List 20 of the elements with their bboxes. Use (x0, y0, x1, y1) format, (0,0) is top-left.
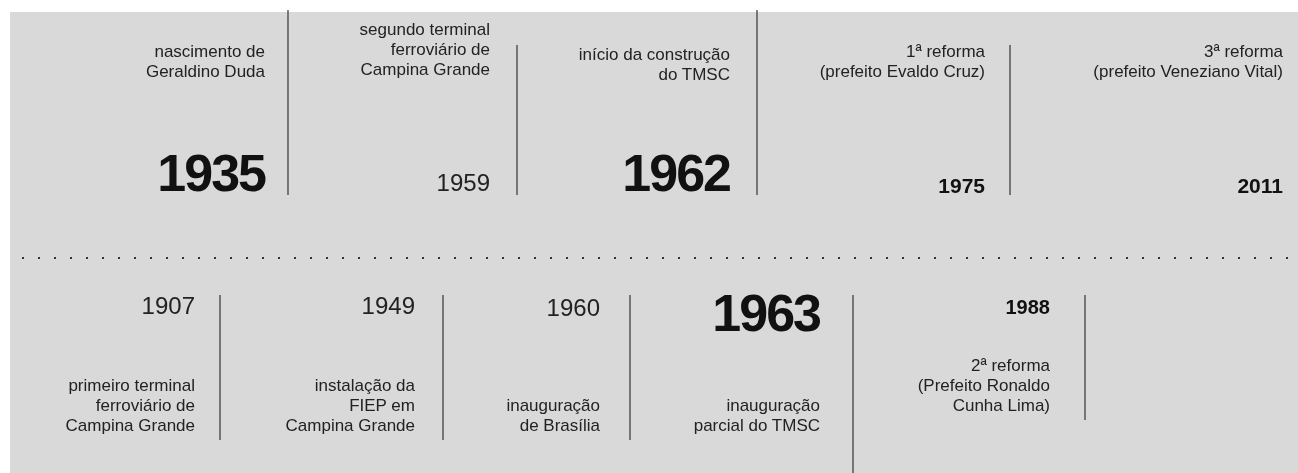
event-description: instalação da FIEP em Campina Grande (285, 376, 415, 436)
year-label: 1963 (712, 286, 820, 340)
event-description: primeiro terminal ferroviário de Campina Grande (65, 376, 195, 436)
year-label: 2011 (1237, 174, 1283, 197)
event-description: inauguração parcial do TMSC (693, 396, 820, 436)
year-label: 1935 (157, 146, 265, 200)
event-description: 2ª reforma (Prefeito Ronaldo Cunha Lima) (917, 356, 1050, 416)
event-description: 3ª reforma (prefeito Veneziano Vital) (1093, 42, 1283, 82)
year-label: 1988 (1005, 296, 1050, 318)
year-label: 1960 (546, 295, 600, 321)
year-label: 1975 (938, 174, 985, 197)
year-label: 1907 (141, 293, 195, 319)
event-description: inauguração de Brasília (506, 396, 600, 436)
event-description: segundo terminal ferroviário de Campina Grande (359, 20, 490, 80)
event-description: nascimento de Geraldino Duda (145, 42, 265, 82)
event-description: início da construção do TMSC (578, 45, 730, 85)
year-label: 1962 (622, 146, 730, 200)
event-description: 1ª reforma (prefeito Evaldo Cruz) (819, 42, 985, 82)
year-label: 1949 (361, 293, 415, 319)
year-label: 1959 (436, 170, 490, 196)
